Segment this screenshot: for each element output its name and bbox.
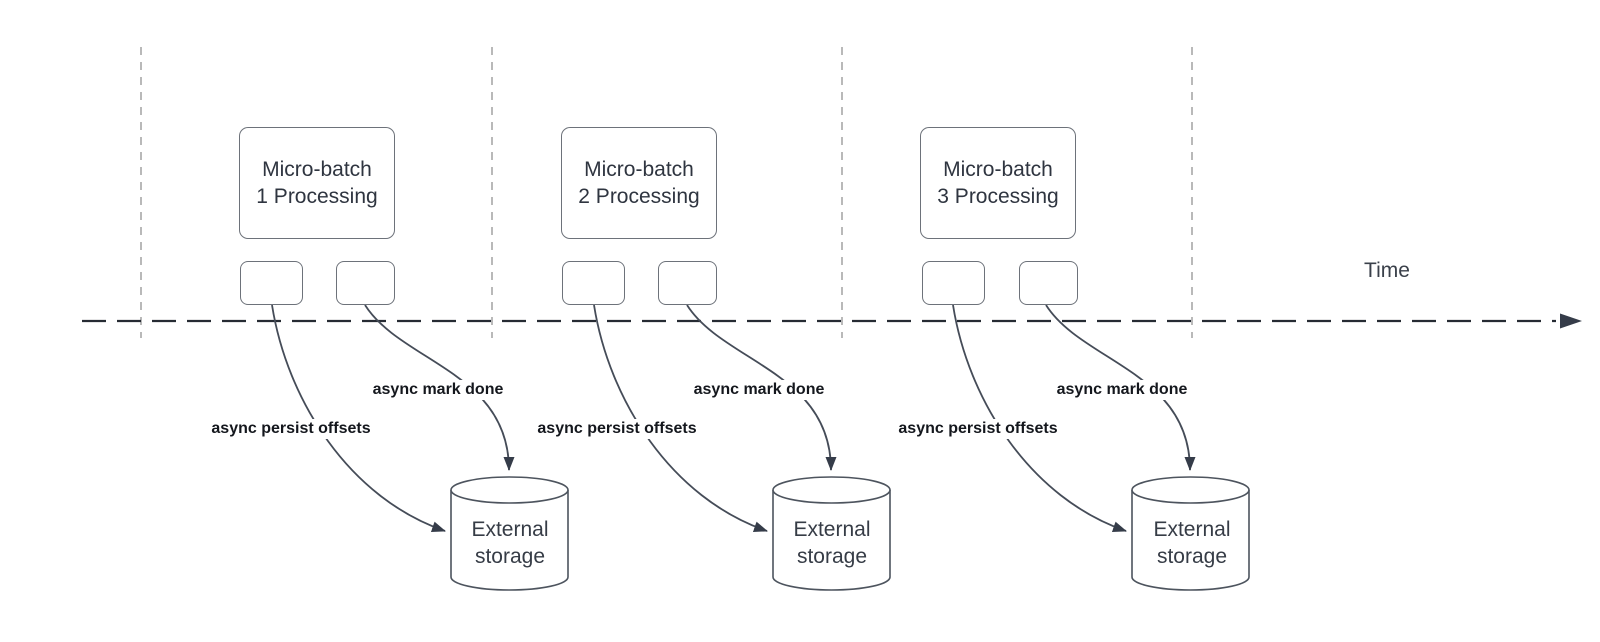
micro-batch-3-box: Micro-batch 3 Processing — [920, 127, 1076, 239]
time-axis-arrowhead-icon — [1560, 313, 1582, 329]
mark-done-arrow-1 — [364, 304, 515, 471]
micro-batch-2-offset-task-rect — [562, 261, 625, 305]
storage-cylinder-top-2 — [772, 476, 891, 504]
storage-cylinder-body-3 — [1131, 490, 1250, 591]
mark-done-arrow-2 — [686, 304, 837, 471]
mark-done-label-2: async mark done — [690, 380, 828, 400]
storage-cylinder-top-1 — [450, 476, 569, 504]
external-storage-label-3: External storage — [1153, 518, 1231, 568]
storage-cylinder-top-3 — [1131, 476, 1250, 504]
persist-offsets-label-3: async persist offsets — [895, 419, 1061, 439]
micro-batch-1-mark-task-rect — [336, 261, 395, 305]
mark-done-arrow-3 — [1045, 304, 1196, 471]
persist-offsets-arrow-2 — [593, 304, 768, 532]
persist-offsets-label-2: async persist offsets — [534, 419, 700, 439]
micro-batch-2-mark-task-rect — [658, 261, 717, 305]
persist-offsets-arrow-1 — [271, 304, 446, 532]
micro-batch-3-mark-task-rect — [1019, 261, 1078, 305]
external-storage-label-1: External storage — [471, 518, 549, 568]
micro-batch-1-box: Micro-batch 1 Processing — [239, 127, 395, 239]
persist-offsets-arrow-3 — [952, 304, 1127, 532]
time-axis-label: Time — [1364, 259, 1410, 282]
micro-batch-1-offset-task-rect — [240, 261, 303, 305]
storage-cylinder-body-2 — [772, 490, 891, 591]
storage-cylinder-body-1 — [450, 490, 569, 591]
micro-batch-3-offset-task-rect — [922, 261, 985, 305]
persist-offsets-label-1: async persist offsets — [208, 419, 374, 439]
mark-done-label-1: async mark done — [369, 380, 507, 400]
micro-batch-2-box: Micro-batch 2 Processing — [561, 127, 717, 239]
mark-done-label-3: async mark done — [1053, 380, 1191, 400]
external-storage-label-2: External storage — [793, 518, 871, 568]
